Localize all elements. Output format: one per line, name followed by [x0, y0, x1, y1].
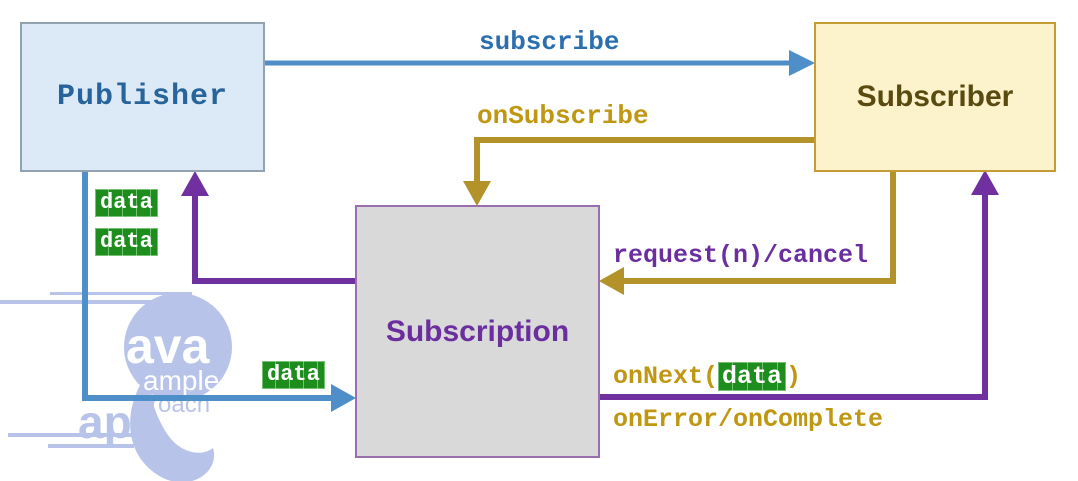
watermark-speed-line	[50, 292, 192, 295]
onnext-arrowhead	[971, 170, 999, 195]
watermark-blob-tail	[130, 385, 215, 481]
onnext-label-suffix: )	[786, 362, 802, 391]
publisher-callback-arrowhead	[181, 171, 209, 196]
onnext-data-badge: data	[718, 362, 787, 391]
watermark-app-text: app	[78, 396, 160, 448]
publisher-callback-arrow-line	[192, 195, 355, 284]
onnext-arrow-line	[600, 194, 988, 400]
watermark-blob	[124, 293, 232, 401]
data-flow-arrowhead	[331, 384, 356, 412]
watermark-ava-text: ava	[126, 318, 211, 374]
data-badge: data	[262, 361, 325, 389]
onsubscribe-edge-label: onSubscribe	[477, 101, 649, 131]
subscribe-arrowhead	[789, 50, 815, 76]
watermark-ample-text: ample	[143, 365, 219, 396]
publisher-node: Publisher	[20, 22, 265, 172]
onsubscribe-arrow-line	[474, 137, 815, 182]
request-cancel-arrowhead	[599, 267, 624, 295]
subscription-node: Subscription	[355, 205, 600, 458]
subscriber-node: Subscriber	[814, 22, 1056, 172]
watermark-speed-line	[8, 433, 144, 437]
onerror-oncomplete-edge-label: onError/onComplete	[613, 405, 884, 434]
onsubscribe-arrowhead	[463, 181, 491, 206]
data-badge: data	[95, 228, 158, 256]
request-cancel-edge-label: request(n)/cancel	[613, 241, 869, 270]
publisher-label: Publisher	[56, 80, 229, 114]
data-flow-arrow-line	[82, 172, 332, 401]
onnext-label-prefix: onNext(	[613, 362, 719, 391]
watermark-speed-line	[48, 444, 134, 448]
request-cancel-arrow-line	[623, 172, 896, 284]
subscriber-label: Subscriber	[856, 80, 1014, 113]
subscription-label: Subscription	[385, 314, 570, 348]
onnext-edge-label: onNext(data)	[613, 362, 801, 391]
data-badge: data	[95, 189, 158, 217]
subscribe-edge-label: subscribe	[479, 27, 620, 57]
